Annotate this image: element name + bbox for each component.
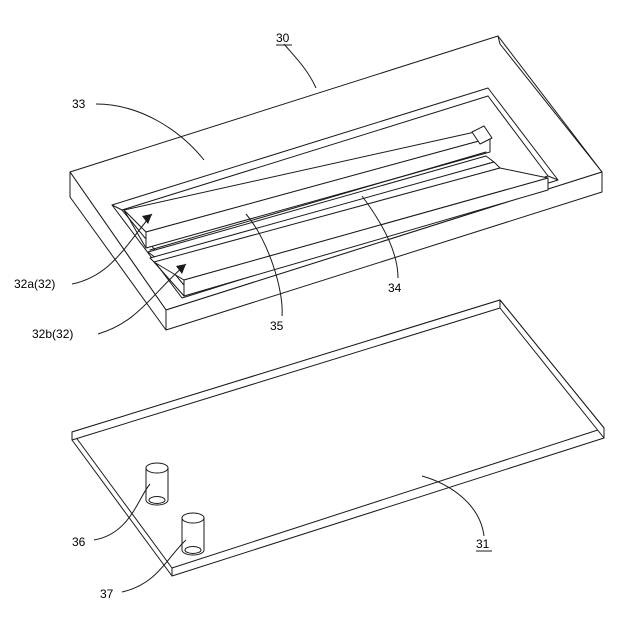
label-36: 36 [72,535,86,549]
label-33: 33 [72,97,86,111]
leader-30 [284,44,316,88]
port-36 [146,463,168,505]
label-32a: 32a(32) [14,277,55,291]
label-31: 31 [476,537,490,551]
label-32b: 32b(32) [32,327,73,341]
label-37: 37 [100,587,114,601]
lower-plate-31 [72,300,604,576]
label-30: 30 [276,31,290,45]
label-34: 34 [388,281,402,295]
leader-31 [422,476,484,536]
label-35: 35 [270,319,284,333]
lower-plate-top-face [72,300,604,568]
port-37 [182,513,204,555]
upper-plate-30 [70,36,602,330]
